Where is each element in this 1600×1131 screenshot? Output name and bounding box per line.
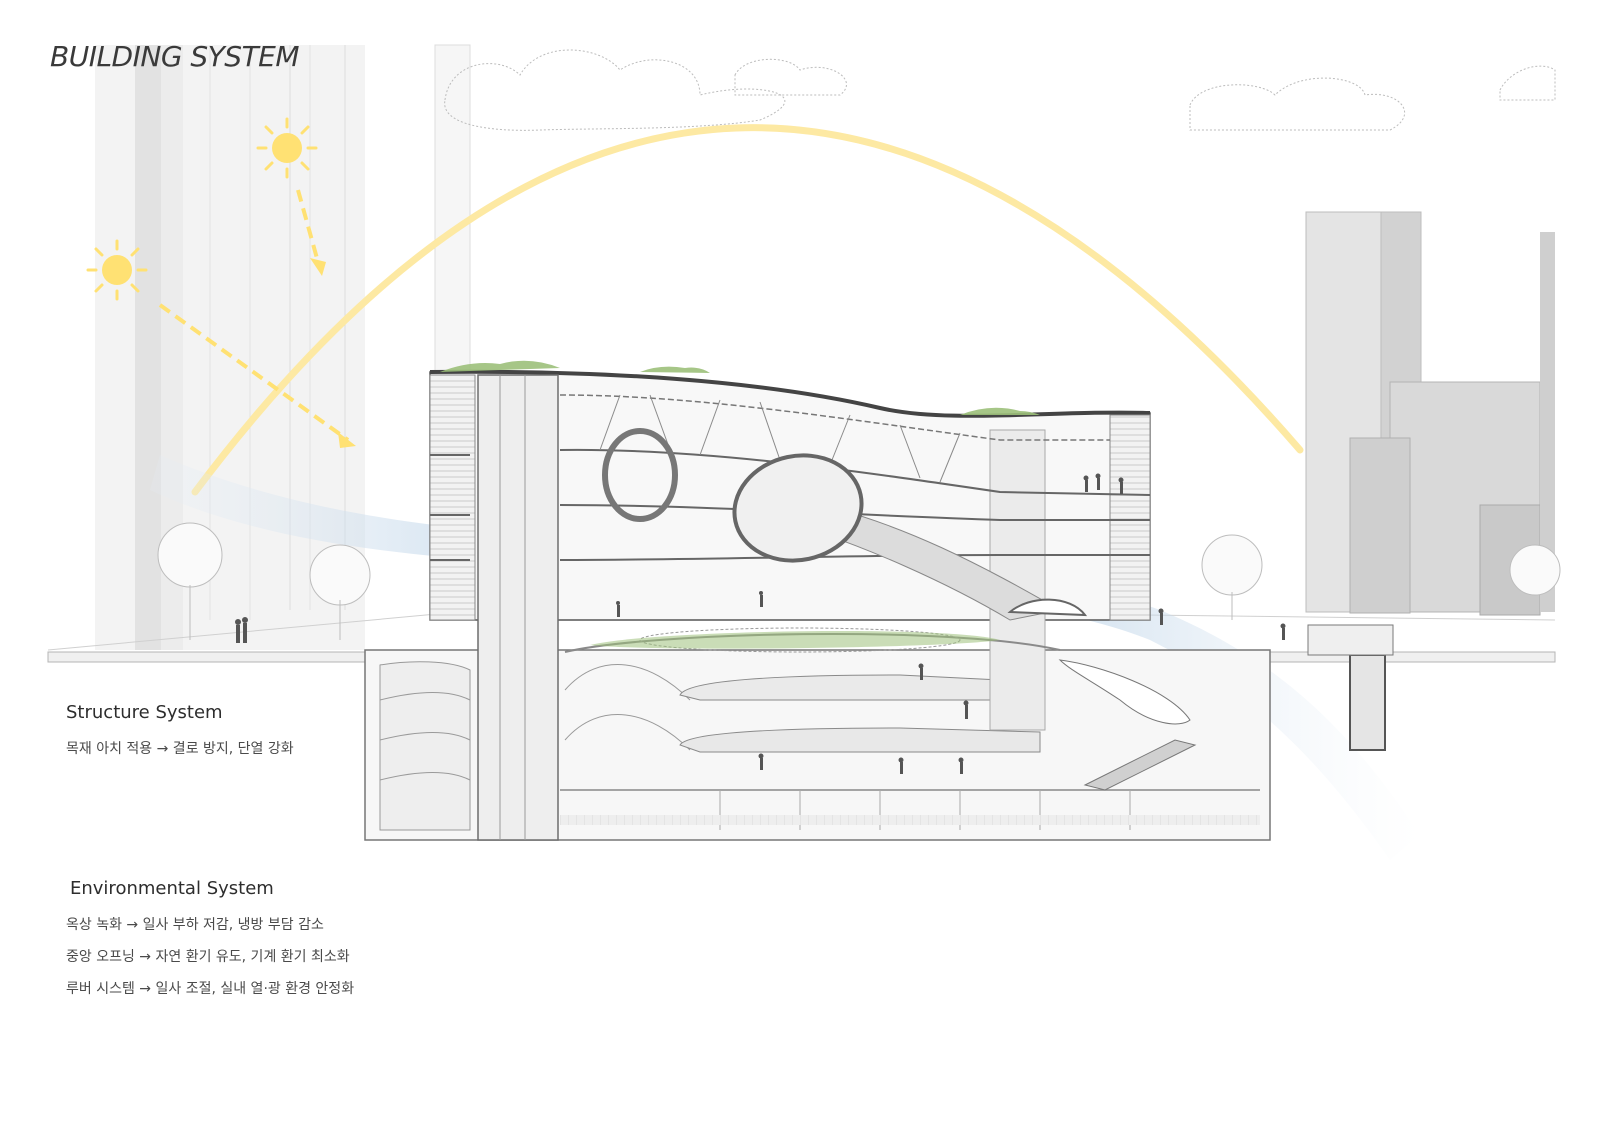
clouds	[444, 49, 1556, 131]
page-title: BUILDING SYSTEM	[50, 40, 300, 73]
environmental-system-item: 옥상 녹화 → 일사 부하 저감, 냉방 부담 감소	[66, 917, 324, 933]
arrow-icon	[158, 189, 350, 442]
background-towers-right	[1305, 211, 1555, 616]
arrow-icon	[310, 258, 326, 276]
structure-system-heading: Structure System	[66, 702, 223, 723]
environmental-system-item: 루버 시스템 → 일사 조절, 실내 열·광 환경 안정화	[66, 981, 355, 997]
arrow-icon	[338, 432, 356, 448]
tree-outlines	[157, 522, 1561, 640]
structure-system-item: 목재 아치 적용 → 결로 방지, 단열 강화	[66, 741, 294, 757]
rooftop-greenery	[440, 360, 1040, 649]
sun-icon	[86, 239, 148, 301]
sun-path-arc	[191, 124, 1304, 496]
environmental-system-item: 중앙 오프닝 → 자연 환기 유도, 기계 환기 최소화	[66, 949, 350, 965]
ground-level	[47, 609, 1556, 663]
people-silhouettes	[235, 473, 1286, 774]
environmental-system-heading: Environmental System	[70, 878, 274, 899]
sun-icon	[256, 117, 318, 179]
main-building-section	[429, 369, 1151, 841]
